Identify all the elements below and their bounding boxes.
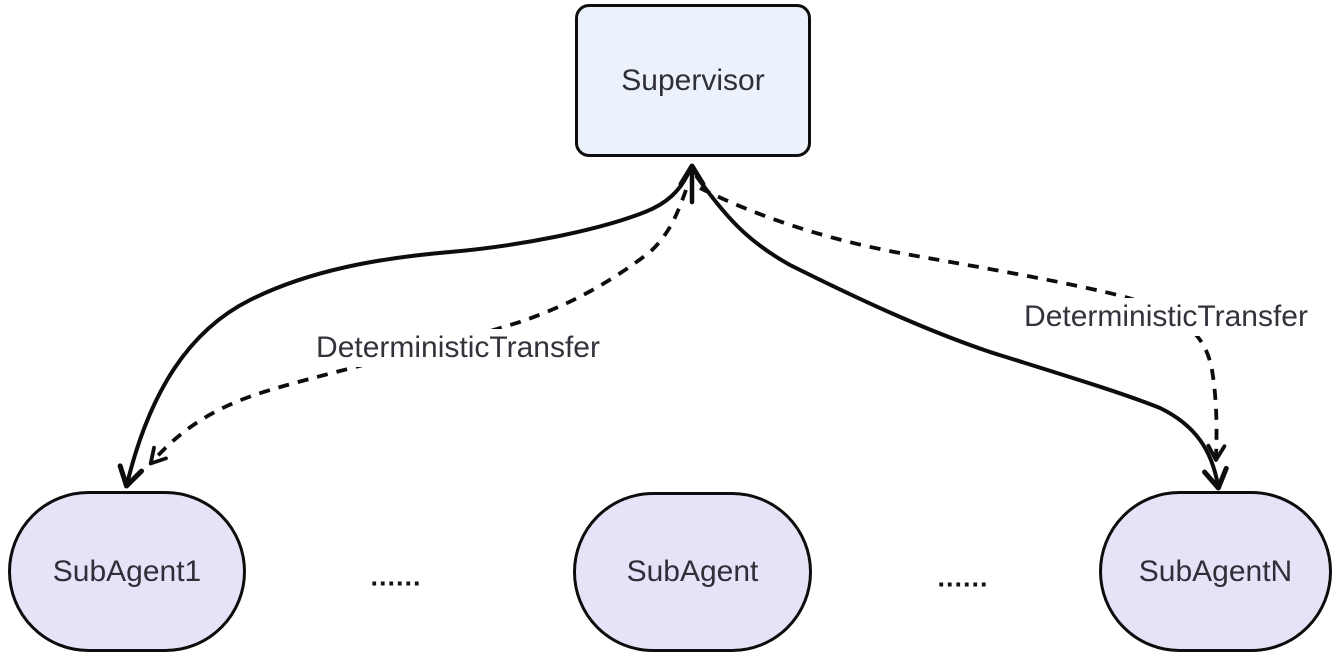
subagent1-node: SubAgent1 <box>8 491 246 652</box>
edge-deterministic-transfer-left-dashed <box>148 189 688 466</box>
subagent1-label: SubAgent1 <box>52 554 202 588</box>
subagentn-label: SubAgentN <box>1138 554 1293 588</box>
subagent-node: SubAgent <box>573 492 812 652</box>
edge-label-deterministic-transfer-right: DeterministicTransfer <box>1016 298 1316 336</box>
edge-supervisor-subagent1-solid <box>117 172 690 489</box>
supervisor-node: Supervisor <box>575 4 811 157</box>
supervisor-label: Supervisor <box>621 63 765 97</box>
ellipsis-right: ...... <box>937 562 989 593</box>
ellipsis-left: ...... <box>370 561 422 592</box>
edge-supervisor-subagentn-solid <box>695 175 1229 491</box>
edge-label-deterministic-transfer-left: DeterministicTransfer <box>308 329 608 367</box>
subagent-label: SubAgent <box>626 555 759 588</box>
subagentn-node: SubAgentN <box>1099 491 1332 652</box>
edge-deterministic-transfer-right-dashed <box>699 186 1227 462</box>
